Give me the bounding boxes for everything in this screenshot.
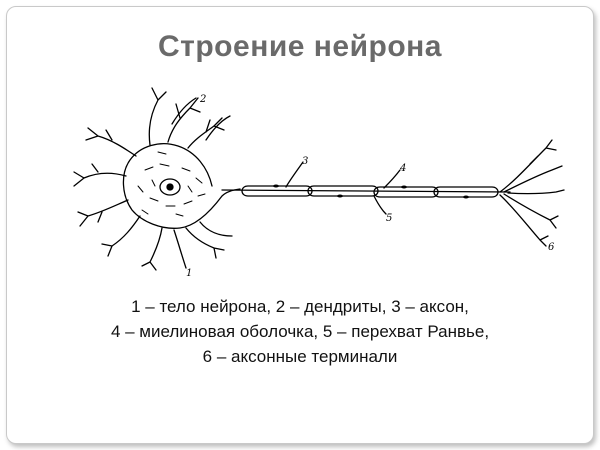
caption-line-2: 4 – миелиновая оболочка, 5 – перехват Ра…	[110, 322, 490, 341]
label-5: 5	[386, 213, 392, 224]
label-3: 3	[302, 156, 308, 167]
dendrites	[73, 87, 233, 271]
axon	[221, 189, 511, 193]
label-6: 6	[548, 242, 555, 253]
axon-terminals	[499, 139, 565, 247]
neuron-cell-body	[122, 143, 241, 229]
cytoplasm-texture	[137, 151, 206, 217]
label-2: 2	[199, 94, 206, 105]
caption-line-3: 6 – аксонные терминали	[202, 347, 398, 366]
caption: 1 – тело нейрона, 2 – дендриты, 3 – аксо…	[0, 294, 600, 369]
label-4: 4	[399, 163, 406, 174]
label-1: 1	[186, 268, 192, 279]
caption-line-1: 1 – тело нейрона, 2 – дендриты, 3 – аксо…	[131, 297, 469, 316]
myelin-sheath	[241, 185, 499, 198]
slide-frame	[6, 6, 594, 444]
slide-title: Строение нейрона	[158, 30, 442, 63]
neuron-nucleus	[159, 178, 181, 196]
